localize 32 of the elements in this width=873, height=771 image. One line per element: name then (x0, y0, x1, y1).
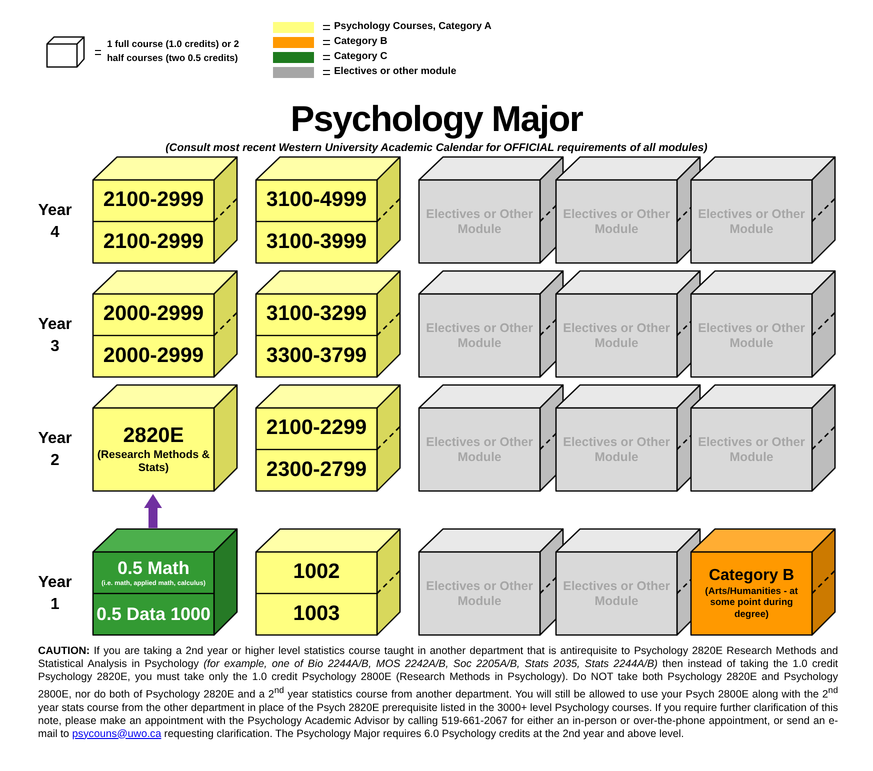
course-code: 3100-3999 (266, 230, 367, 255)
course-code: 2100-2299 (266, 416, 367, 442)
course-code: 3100-3299 (266, 302, 367, 328)
course-code: 1002 (293, 560, 340, 586)
year-label: Year 1 (37, 573, 73, 615)
year-label: Year 4 (37, 201, 73, 243)
course-code: 2100-2999 (103, 188, 204, 214)
subtitle: (Consult most recent Western University Academic Calendar for OFFICIAL requirements of all modules) (164, 142, 708, 154)
course-code: 2000-2999 (103, 302, 204, 328)
year-label: Year 3 (37, 315, 73, 357)
course-code: 3300-3799 (266, 344, 367, 369)
course-code: 2000-2999 (103, 344, 204, 369)
email-link: psycouns@uwo.ca (72, 728, 162, 740)
course-note: (Research Methods & Stats) (96, 448, 211, 475)
course-code: 2100-2999 (103, 230, 204, 255)
title: Psychology Major (289, 98, 584, 140)
year-label: Year 2 (37, 429, 73, 471)
arrow (144, 494, 162, 528)
legend-text: Electives or other module (334, 66, 456, 77)
legend-text: Category B (334, 36, 388, 47)
course-code: 0.5 Math (117, 558, 190, 580)
course-code: 2300-2799 (266, 458, 367, 483)
course-note: (Arts/Humanities - at some point during degree) (704, 586, 799, 620)
legend-text: Category C (334, 51, 388, 62)
course-code: 3100-4999 (266, 188, 367, 214)
course-code: Category B (708, 567, 794, 586)
legend-text: Psychology Courses, Category A (334, 21, 492, 32)
course-code: 2820E (123, 424, 184, 449)
course-code: 0.5 Data 1000 (96, 604, 211, 625)
legend-text: 1 full course (1.0 credits) or 2 half courses (two 0.5 credits) (107, 38, 240, 66)
course-code: 1003 (293, 602, 340, 627)
caution-note: CAUTION: If you are taking a 2nd year or higher level statistics course taught in another department that is antirequisite to Psychology 2820E Research Methods and Statistical Analysis in Psychology (for example, one of Bio 2244A/B, MOS 2242A/B, Soc 2205A/B, Stats 2035, Stats 2244A/B) then instead of taking the 1.0 credit Psychology 2820E, you must take only the 1.0 credit Psychology 2800E (Research Methods in Psychology). Do NOT take both Psychology 2820E and Psychology 2800E, nor do both of Psychology 2820E and a 2$^{nd}$ year statistics course from another department. You will still be allowed to use your Psych 2800E along with the 2$^{nd}$ year stats course from the other department in place of the Psych 2820E prerequisite listed in the 3000+ level Psychology courses. If you require further clarification of this note, please make an appointment with the Psychology Academic Advisor by calling 519-661-2067 for either an in-person or over-the-phone appointment, or send an e-mail to psycouns@uwo.ca requesting clarification. The Psychology Major requires 6.0 Psychology credits at the 2nd year and above level. (38, 645, 838, 741)
